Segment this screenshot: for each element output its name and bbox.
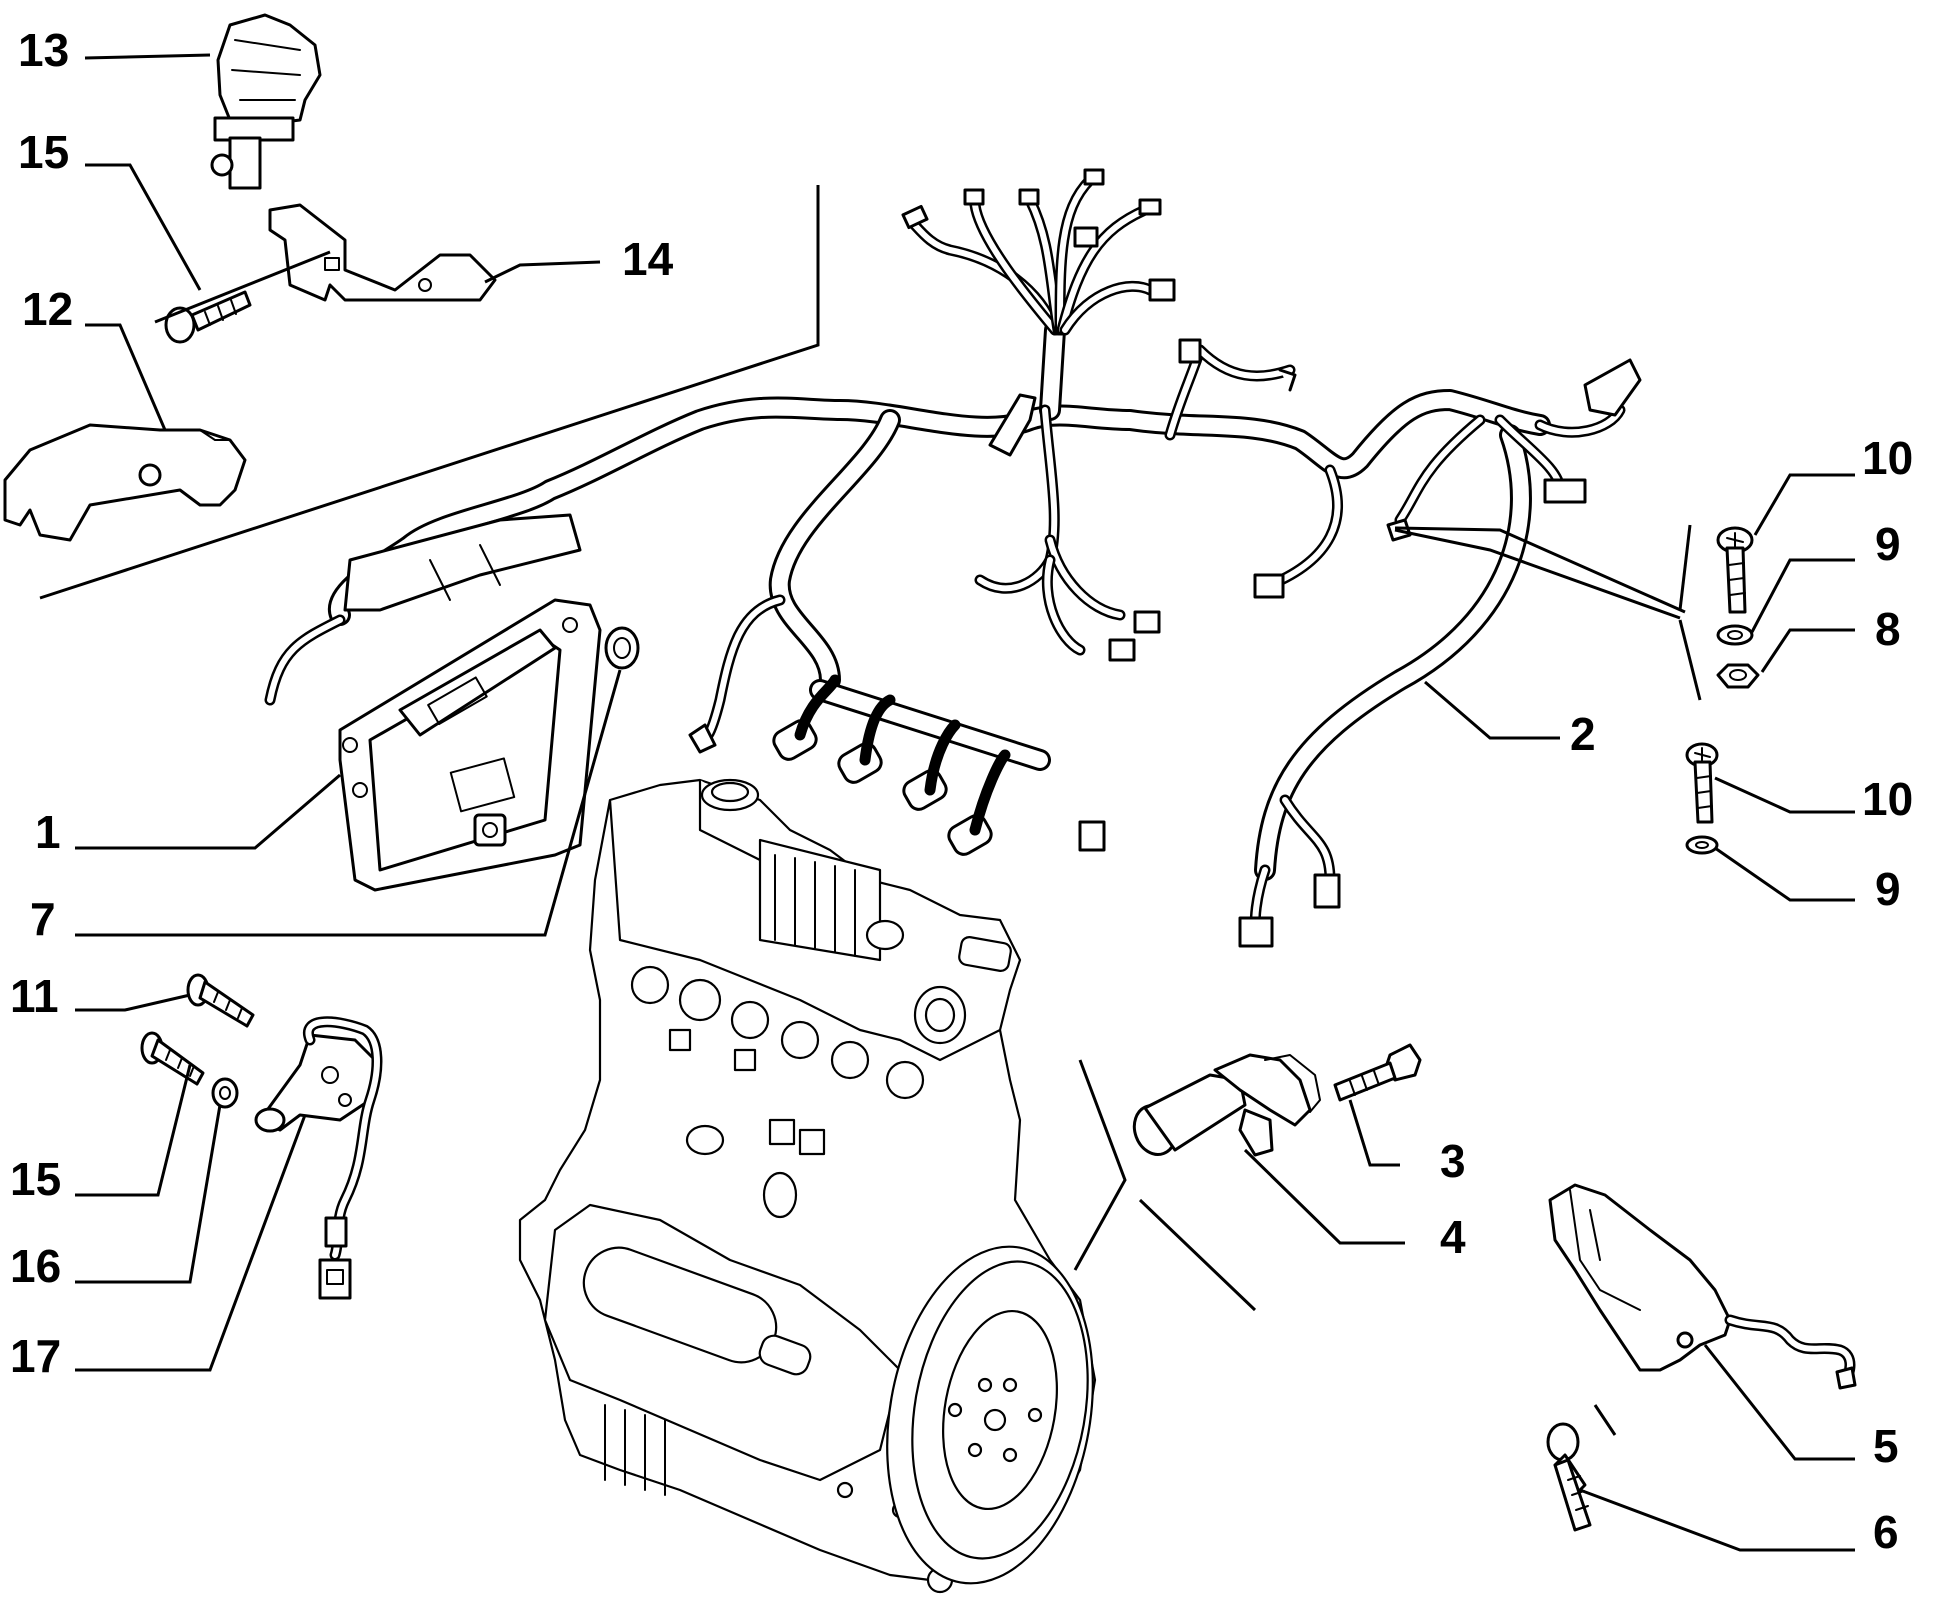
part-8-nut xyxy=(1716,663,1760,689)
part-7-grommet xyxy=(604,626,640,670)
part-9-washer-top xyxy=(1716,624,1754,646)
callout-10-bottom: 10 xyxy=(1862,773,1913,825)
engine-block xyxy=(518,778,1097,1594)
callout-8: 8 xyxy=(1875,603,1901,655)
part-10-bolt-bottom xyxy=(1685,742,1719,824)
callout-1: 1 xyxy=(35,806,61,858)
part-9-washer-bottom xyxy=(1685,835,1719,855)
callout-13: 13 xyxy=(18,24,69,76)
callout-5: 5 xyxy=(1873,1420,1899,1472)
callout-4: 4 xyxy=(1440,1211,1466,1263)
callout-9-top: 9 xyxy=(1875,518,1901,570)
part-16-washer xyxy=(211,1077,239,1109)
part-14-bracket xyxy=(268,203,497,302)
callout-17: 17 xyxy=(10,1330,61,1382)
callout-15-bottom: 15 xyxy=(10,1153,61,1205)
injector-sensors xyxy=(688,674,1011,856)
part-15-bolt-top xyxy=(164,290,252,344)
callout-14: 14 xyxy=(622,233,674,285)
callout-labels: 13 15 14 12 1 7 11 15 16 17 2 3 4 5 6 10… xyxy=(10,24,1913,1558)
part-15-bolt-bottom xyxy=(140,1031,205,1086)
callout-3: 3 xyxy=(1440,1135,1466,1187)
callout-9-bottom: 9 xyxy=(1875,863,1901,915)
callout-7: 7 xyxy=(30,893,56,945)
callout-2: 2 xyxy=(1570,708,1596,760)
part-3-bolt xyxy=(1333,1043,1422,1102)
callout-15-top: 15 xyxy=(18,126,69,178)
part-10-bolt-top xyxy=(1716,526,1754,614)
part-17-sensor xyxy=(254,1016,383,1300)
part-11-bolt xyxy=(186,973,255,1028)
part-6-bolt xyxy=(1546,1422,1592,1532)
harness-connectors xyxy=(901,168,1642,948)
part-5-cover xyxy=(1548,1183,1857,1390)
callout-10-top: 10 xyxy=(1862,432,1913,484)
callout-11: 11 xyxy=(10,970,59,1022)
separator-lines xyxy=(39,185,1702,1436)
part-1-ecu xyxy=(338,598,602,892)
callout-16: 16 xyxy=(10,1240,61,1292)
leader-lines xyxy=(75,53,1855,1552)
part-12-bracket xyxy=(3,423,247,542)
part-4-sensor xyxy=(1132,1053,1321,1157)
callout-12: 12 xyxy=(22,283,73,335)
callout-6: 6 xyxy=(1873,1506,1899,1558)
part-13-clip xyxy=(210,13,322,190)
